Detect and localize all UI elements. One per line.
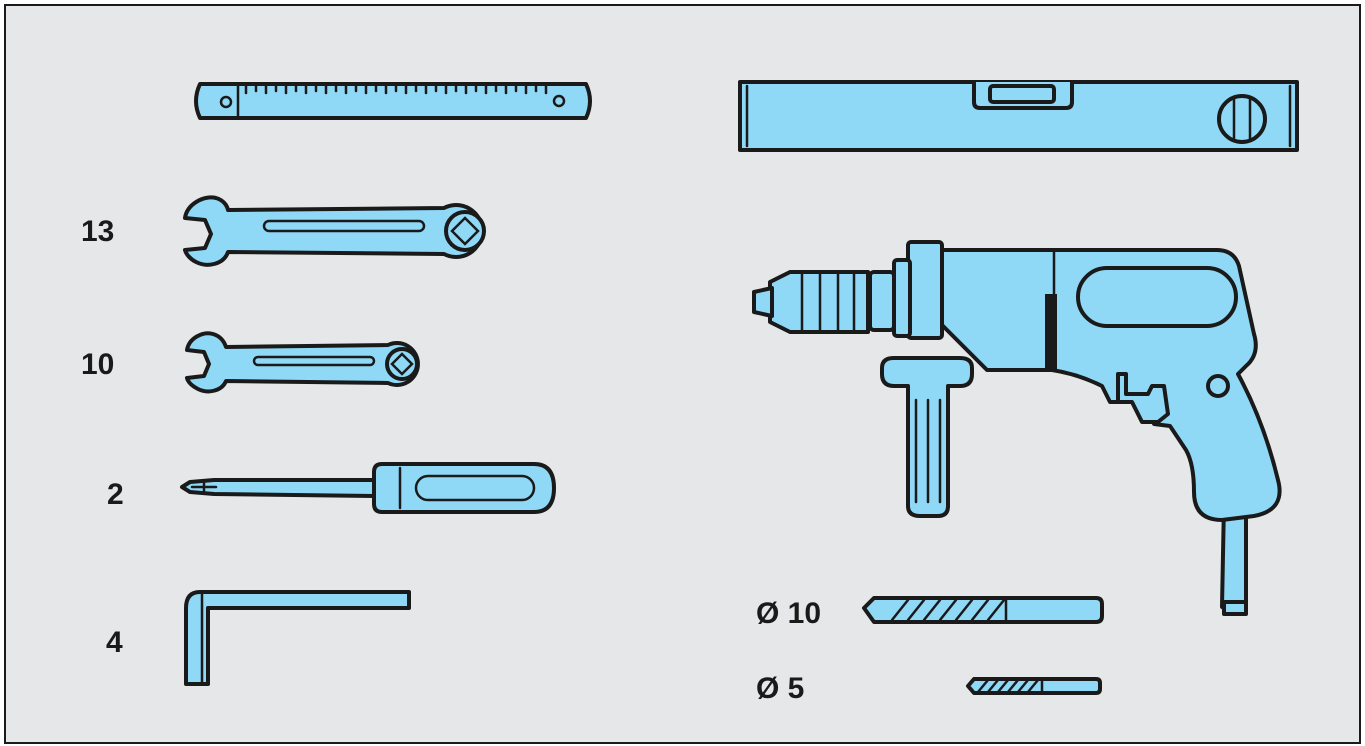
tool-board: 13 10 2 4 Ø 10 Ø 5 [4,4,1361,744]
wrench-13-label: 13 [81,215,115,248]
wrench-icon [183,195,486,267]
screwdriver-icon [180,462,556,514]
spirit-level-icon [738,80,1299,152]
hex-key-icon [184,590,411,686]
wrench-icon [185,331,420,394]
drill-bit-icon [966,677,1102,695]
hex-key-label: 4 [106,626,123,659]
drill-bit-10-label: Ø 10 [756,597,822,630]
ruler-icon [194,82,592,120]
drill-bit-icon [862,596,1104,624]
screwdriver-label: 2 [107,478,124,511]
tools-illustration [180,80,1299,695]
drill-icon [752,240,1282,616]
wrench-10-label: 10 [81,348,115,381]
drill-bit-5-label: Ø 5 [756,672,805,705]
